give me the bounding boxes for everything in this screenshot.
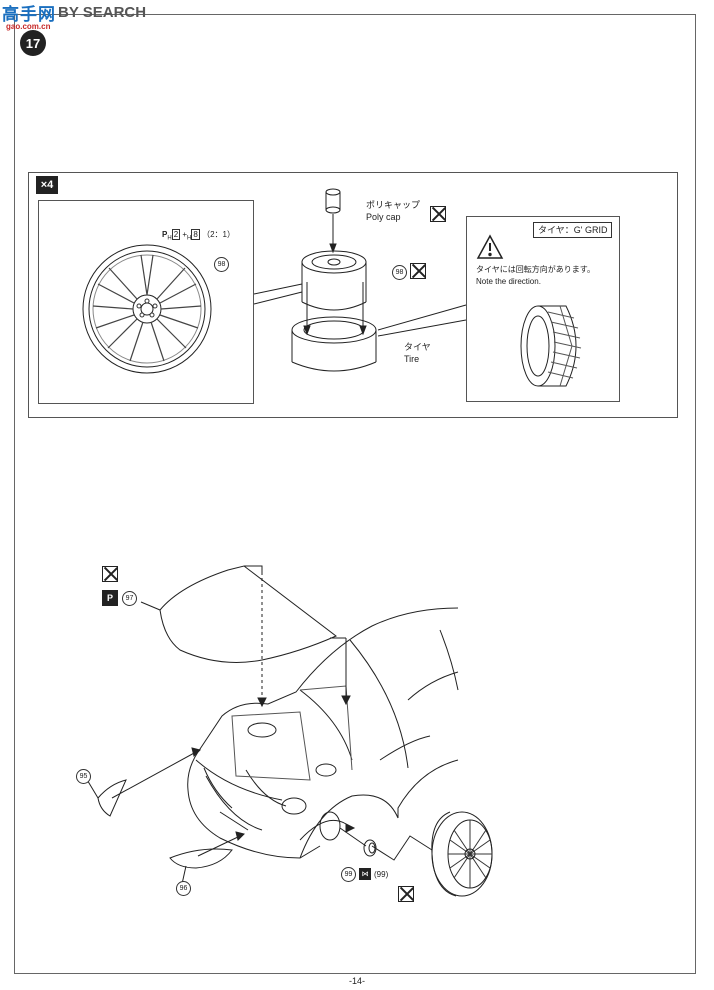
step-number-badge: 17 xyxy=(20,30,46,56)
tire-ring-illustration xyxy=(291,316,377,372)
bowtie-icon: ⋈ xyxy=(359,868,371,880)
tire-note-en: Note the direction. xyxy=(476,277,541,286)
headlight-95-illustration xyxy=(97,747,201,817)
no-glue-icon xyxy=(410,263,426,279)
watermark-main: 高手网 xyxy=(2,4,56,24)
car-wheel-illustration xyxy=(431,811,493,897)
hub-cap-illustration xyxy=(363,839,377,857)
hood-illustration xyxy=(159,565,351,708)
watermark-subtext: gao.com.cn xyxy=(6,22,51,31)
car-body-illustration xyxy=(187,607,459,859)
page-frame xyxy=(14,14,696,974)
paint-icon: P xyxy=(102,590,118,606)
tire-note-jp: タイヤには回転方向があります。 xyxy=(476,265,595,274)
watermark-text: BY SEARCH xyxy=(58,3,147,21)
tire-label-en: Tire xyxy=(404,354,420,364)
wheel-assembly-panel xyxy=(28,172,678,418)
polycap-illustration xyxy=(325,188,341,254)
wheel-part-number: 98 xyxy=(214,257,229,272)
hub-part-number: 99 xyxy=(341,867,356,882)
headlight-part-number: 95 xyxy=(76,769,91,784)
tread-tire-illustration xyxy=(520,305,582,387)
page-number: -14- xyxy=(348,976,365,986)
warning-icon xyxy=(476,234,504,259)
tire-direction-note-box xyxy=(466,216,620,402)
polycap-label-jp: ポリキャップ xyxy=(366,200,421,210)
rim-illustration xyxy=(301,250,367,311)
hub-part-paren: (99) xyxy=(374,870,389,879)
lower-part-96-illustration xyxy=(169,831,245,869)
no-glue-icon xyxy=(102,566,118,582)
tire-brand-label: タイヤ：G' GRID xyxy=(533,222,613,238)
lower-part-number: 96 xyxy=(176,881,191,896)
hood-part-number: 97 xyxy=(122,591,137,606)
no-glue-icon xyxy=(398,886,414,902)
tire-label-jp: タイヤ xyxy=(404,342,431,352)
quantity-badge: ×4 xyxy=(36,176,58,194)
polycap-label-en: Poly cap xyxy=(366,212,401,222)
rim-part-number: 98 xyxy=(392,265,407,280)
wheel-detail-box xyxy=(38,200,254,404)
no-glue-icon xyxy=(430,206,446,222)
wheel-face-illustration xyxy=(82,244,212,374)
watermark-logo: 高手网 BY SEARCH xyxy=(2,2,147,24)
